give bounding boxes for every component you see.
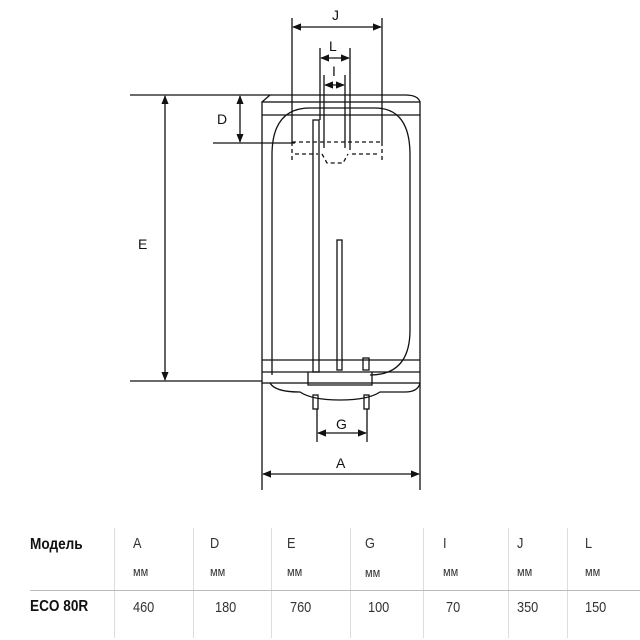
label-i: I [332, 63, 336, 79]
col-value-j: 350 [517, 599, 539, 616]
col-unit-i: мм [443, 564, 459, 579]
col-value-g: 100 [368, 599, 390, 616]
label-g: G [336, 416, 347, 432]
col-value-l: 150 [585, 599, 607, 616]
heating-element [336, 239, 343, 371]
label-l: L [329, 38, 337, 54]
model-header: Модель [30, 536, 83, 553]
col-value-e: 760 [290, 599, 312, 616]
col-value-i: 70 [446, 599, 461, 616]
col-value-a: 460 [133, 599, 155, 616]
heater-body [261, 101, 421, 384]
col-letter-d: D [210, 535, 220, 552]
heater-top-cap [261, 94, 421, 103]
pipe-header [291, 141, 383, 164]
col-unit-a: мм [133, 564, 149, 579]
col-unit-d: мм [210, 564, 226, 579]
leg-left [312, 394, 319, 410]
dimensions-table: Модель ECO 80R A мм 460 D мм 180 E мм 76… [0, 520, 640, 640]
label-d: D [217, 111, 227, 127]
col-letter-l: L [585, 535, 593, 552]
col-letter-i: I [443, 535, 447, 552]
col-unit-g: мм [365, 565, 381, 580]
model-name: ECO 80R [30, 598, 89, 615]
col-value-d: 180 [215, 599, 237, 616]
inlet-pipe [312, 119, 320, 373]
col-unit-e: мм [287, 564, 303, 579]
col-letter-g: G [365, 535, 375, 552]
label-a: A [336, 455, 346, 471]
label-e: E [138, 236, 147, 252]
label-j: J [332, 7, 339, 23]
thermostat-box [362, 357, 370, 371]
inner-tank [271, 107, 411, 376]
col-letter-j: J [517, 535, 524, 552]
col-unit-l: мм [585, 564, 601, 579]
col-letter-a: A [133, 535, 142, 552]
bottom-flange [307, 372, 373, 386]
table-divider [30, 590, 640, 591]
col-unit-j: мм [517, 564, 533, 579]
water-heater-diagram: J L I D E G A [130, 7, 421, 490]
col-letter-e: E [287, 535, 296, 552]
